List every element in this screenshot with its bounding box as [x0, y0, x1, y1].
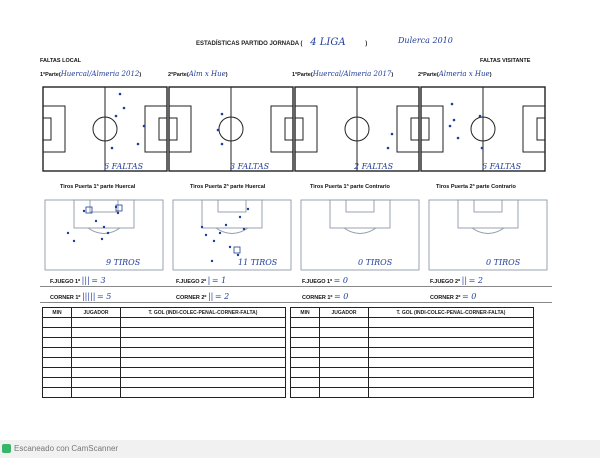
col-jugador: JUGADOR: [71, 307, 121, 318]
shot-note-4: 0 TIROS: [486, 258, 521, 267]
goal-marks: [85, 204, 241, 254]
goals-table-visitante: MIN JUGADOR T. GOL (INDI-COLEC-PENAL-COR…: [290, 307, 534, 398]
shot-marks: [66, 205, 250, 263]
table-row: [290, 377, 534, 388]
field-label-1: 1ªParte(Huercal/Almeria 2012): [40, 70, 142, 78]
table-row: [42, 347, 286, 358]
summary-rule-1: [40, 286, 552, 287]
field-note-4: 6 FALTAS: [482, 162, 522, 171]
field-note-3: 2 FALTAS: [354, 162, 394, 171]
shot-note-3: 0 TIROS: [358, 258, 393, 267]
fjuego-visitante-2: F.JUEGO 2º || = 2: [430, 276, 483, 285]
faltas-local-label: FALTAS LOCAL: [40, 58, 82, 64]
title-close: ): [365, 41, 368, 47]
pitch-2: [168, 86, 294, 172]
field-label-3: 1ªParte(Huercal/Almeria 2017): [292, 70, 394, 78]
shots-title-4: Tiros Puerta 2ª parte Contrario: [436, 184, 516, 190]
pitch-3: [294, 86, 420, 172]
shots-row: [44, 199, 548, 273]
fjuego-local-1: F.JUEGO 1º ||| = 3: [50, 276, 106, 285]
page-title: ESTADÍSTICAS PARTIDO JORNADA ( 4 LIGA ): [196, 37, 367, 48]
table-row: [290, 367, 534, 378]
shots-title-3: Tiros Puerta 1ª parte Contrario: [310, 184, 390, 190]
scanner-footer: Escaneado con CamScanner: [0, 440, 600, 458]
table-row: [290, 337, 534, 348]
corner-visitante-2: CORNER 2º = 0: [430, 292, 477, 301]
pitch-row: [42, 86, 546, 172]
fjuego-local-2: F.JUEGO 2º | = 1: [176, 276, 227, 285]
corner-visitante-1: CORNER 1º = 0: [302, 292, 349, 301]
team-note: Dulerca 2010: [398, 36, 453, 45]
summary-rule-2: [40, 302, 552, 303]
pitch-diagrams: [42, 86, 546, 172]
table-row: [42, 377, 286, 388]
col-tipo-gol: T. GOL (INDI-COLEC-PENAL-CORNER-FALTA): [368, 307, 534, 318]
shots-title-2: Tiros Puerta 2ª parte Huercal: [190, 184, 266, 190]
shots-title-1: Tiros Puerta 1ª parte Huercal: [60, 184, 136, 190]
field-note-2: 3 FALTAS: [230, 162, 270, 171]
goal-area-1: [44, 199, 164, 271]
table-row: [42, 317, 286, 328]
fjuego-visitante-1: F.JUEGO 1º = 0: [302, 276, 349, 285]
title-text: ESTADÍSTICAS PARTIDO JORNADA (: [196, 41, 303, 47]
table-row: [42, 327, 286, 338]
col-jugador: JUGADOR: [319, 307, 369, 318]
corner-local-2: CORNER 2º || = 2: [176, 292, 230, 301]
table-row: [290, 387, 534, 398]
pitch-1: [42, 86, 168, 172]
col-min: MIN: [42, 307, 72, 318]
table-row: [42, 387, 286, 398]
goal-area-4: [428, 199, 548, 271]
shot-note-2: 11 TIROS: [238, 258, 278, 267]
jornada-value: 4 LIGA: [310, 37, 346, 48]
goal-diagrams: [44, 199, 548, 271]
scanner-text: Escaneado con CamScanner: [14, 444, 119, 453]
table-row: [42, 367, 286, 378]
col-tipo-gol: T. GOL (INDI-COLEC-PENAL-CORNER-FALTA): [120, 307, 286, 318]
col-min: MIN: [290, 307, 320, 318]
table-row: [290, 327, 534, 338]
field-label-2: 2ªParte(Alm x Hue): [168, 70, 228, 78]
field-label-4: 2ªParte(Almeria x Hue): [418, 70, 492, 78]
faltas-visitante-label: FALTAS VISITANTE: [480, 58, 531, 64]
goal-area-2: [172, 199, 292, 271]
table-row: [42, 337, 286, 348]
foul-marks: [110, 92, 484, 150]
goals-table-local: MIN JUGADOR T. GOL (INDI-COLEC-PENAL-COR…: [42, 307, 286, 398]
field-note-1: 6 FALTAS: [104, 162, 144, 171]
table-row: [290, 357, 534, 368]
shot-note-1: 9 TIROS: [106, 258, 141, 267]
table-row: [42, 357, 286, 368]
scanner-logo-icon: [2, 444, 11, 453]
goal-area-3: [300, 199, 420, 271]
pitch-4: [420, 86, 546, 172]
table-row: [290, 347, 534, 358]
corner-local-1: CORNER 1º ||||| = 5: [50, 292, 112, 301]
table-row: [290, 317, 534, 328]
